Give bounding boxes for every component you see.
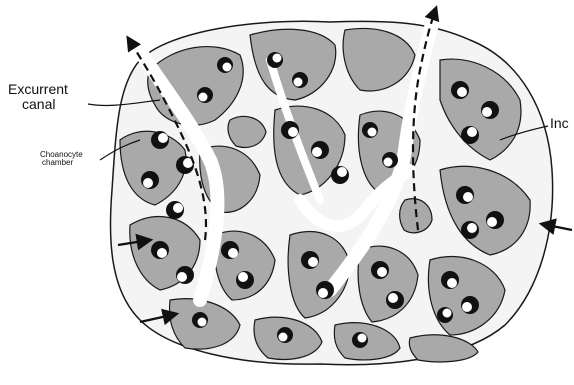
choanocyte-label-line2: chamber [40, 159, 83, 167]
choanocyte-chamber-label: Choanocyte chamber [40, 151, 83, 168]
excurrent-label-line2: canal [8, 97, 68, 112]
excurrent-label-line1: Excurrent [8, 81, 68, 97]
excurrent-canal-label: Excurrent canal [8, 82, 68, 111]
incurrent-label: Inc [550, 116, 569, 131]
